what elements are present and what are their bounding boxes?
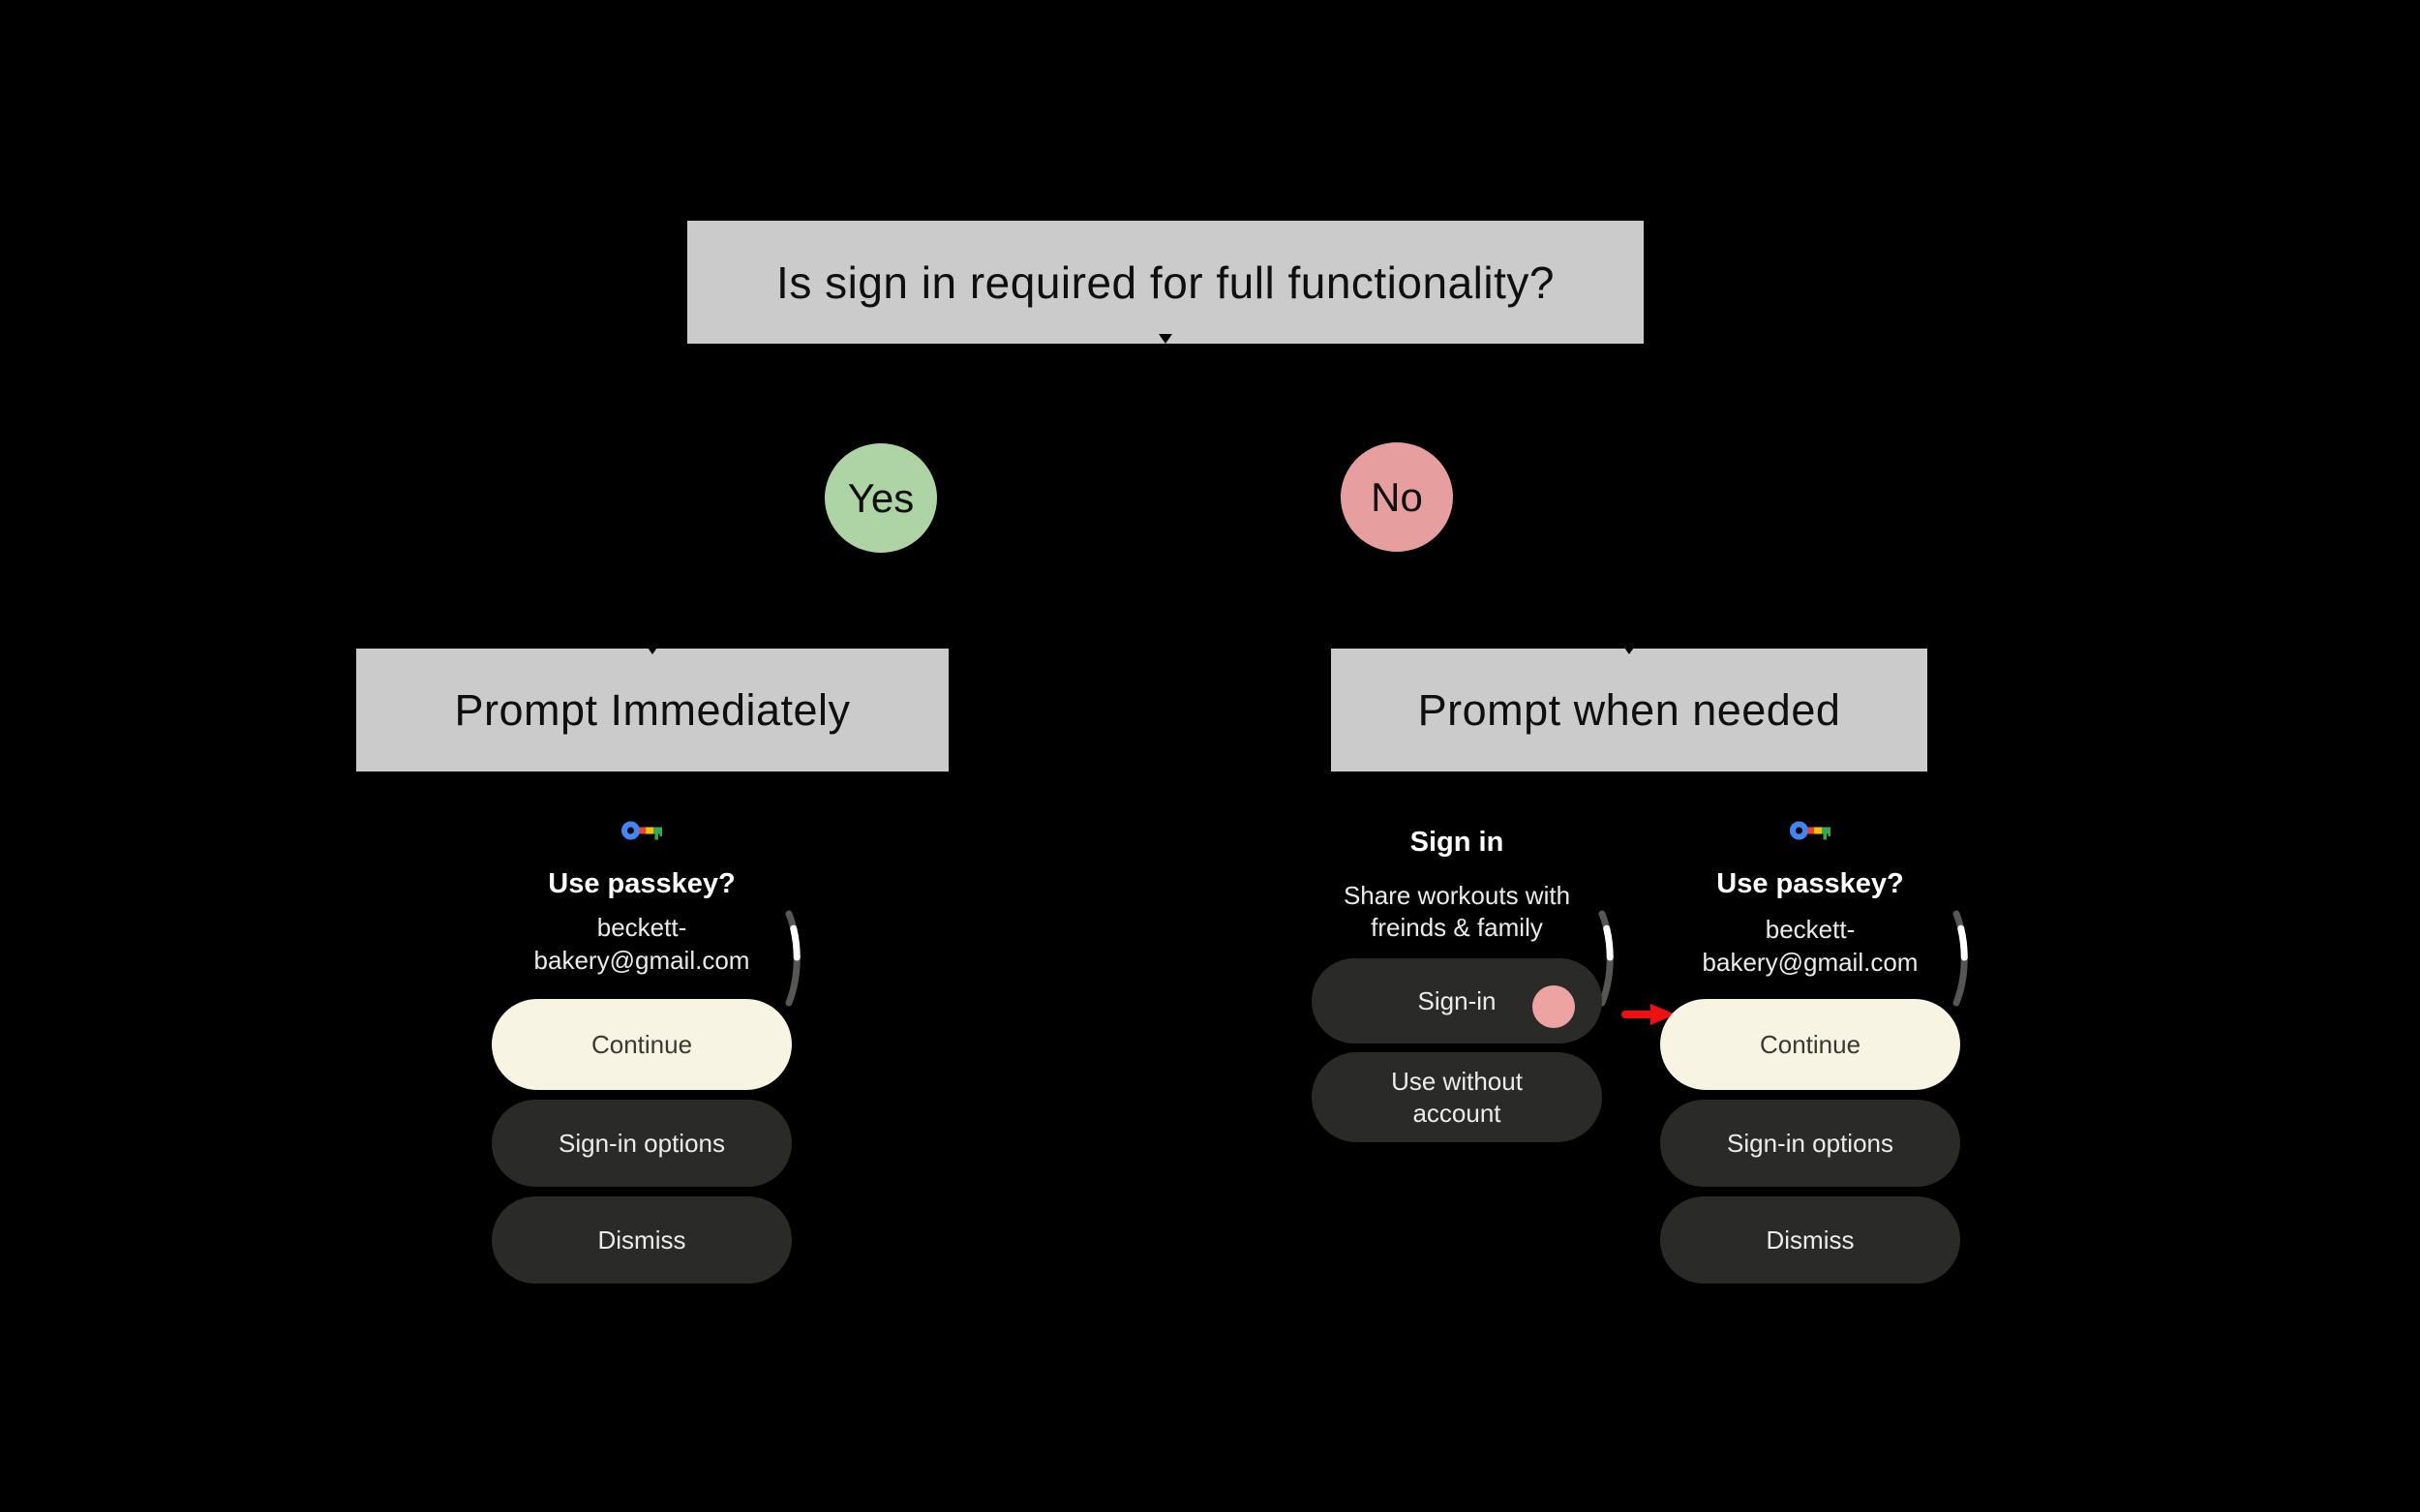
use-without-account-label: Use without account [1391, 1066, 1523, 1128]
continue-button[interactable]: Continue [1660, 999, 1960, 1090]
prompt-immediately-text: Prompt Immediately [454, 684, 851, 735]
connector-arrowhead [646, 645, 659, 654]
signin-title: Sign in [1409, 827, 1504, 858]
tap-indicator-dot [1532, 985, 1575, 1028]
passkey-title: Use passkey? [1716, 868, 1904, 899]
transition-arrow [1621, 1004, 1676, 1025]
yes-label: Yes [847, 474, 915, 521]
signin-options-button[interactable]: Sign-in options [1660, 1100, 1960, 1187]
passkey-key-icon [621, 821, 662, 840]
prompt-immediately-node: Prompt Immediately [356, 649, 949, 771]
signin-body-line1: Share workouts with [1343, 881, 1571, 910]
yes-node: Yes [825, 443, 937, 553]
connector-arrowhead [1622, 645, 1636, 654]
prompt-when-needed-node: Prompt when needed [1331, 649, 1927, 771]
account-email: beckett- bakery@gmail.com [463, 911, 821, 977]
continue-label: Continue [590, 1029, 693, 1059]
dismiss-label: Dismiss [597, 1225, 686, 1255]
passkey-key-icon [1790, 821, 1830, 840]
scroll-position-indicator[interactable] [1951, 910, 1977, 1007]
account-email-line2: bakery@gmail.com [533, 946, 750, 975]
connector-arrowhead [1159, 334, 1172, 344]
continue-label: Continue [1759, 1029, 1861, 1059]
dismiss-button[interactable]: Dismiss [1660, 1196, 1960, 1284]
account-email-line2: bakery@gmail.com [1702, 948, 1919, 977]
signin-button-label: Sign-in [1417, 985, 1497, 1015]
scroll-position-indicator[interactable] [1597, 910, 1622, 1007]
question-node: Is sign in required for full functionali… [687, 221, 1644, 344]
account-email: beckett- bakery@gmail.com [1631, 913, 1989, 979]
no-node: No [1341, 442, 1453, 552]
dismiss-button[interactable]: Dismiss [492, 1196, 792, 1284]
dismiss-label: Dismiss [1766, 1225, 1855, 1255]
no-label: No [1371, 473, 1423, 520]
prompt-when-needed-text: Prompt when needed [1417, 684, 1841, 735]
signin-options-button[interactable]: Sign-in options [492, 1100, 792, 1187]
account-email-line1: beckett- [1765, 915, 1856, 944]
signin-body-line2: freinds & family [1371, 913, 1543, 942]
use-without-account-button[interactable]: Use without account [1312, 1052, 1602, 1142]
continue-button[interactable]: Continue [492, 999, 792, 1090]
account-email-line1: beckett- [596, 913, 687, 942]
question-text: Is sign in required for full functionali… [776, 257, 1555, 308]
signin-body: Share workouts with freinds & family [1297, 880, 1617, 944]
passkey-title: Use passkey? [548, 868, 736, 899]
signin-options-label: Sign-in options [1727, 1128, 1893, 1158]
scroll-position-indicator[interactable] [784, 910, 809, 1007]
signin-options-label: Sign-in options [559, 1128, 725, 1158]
